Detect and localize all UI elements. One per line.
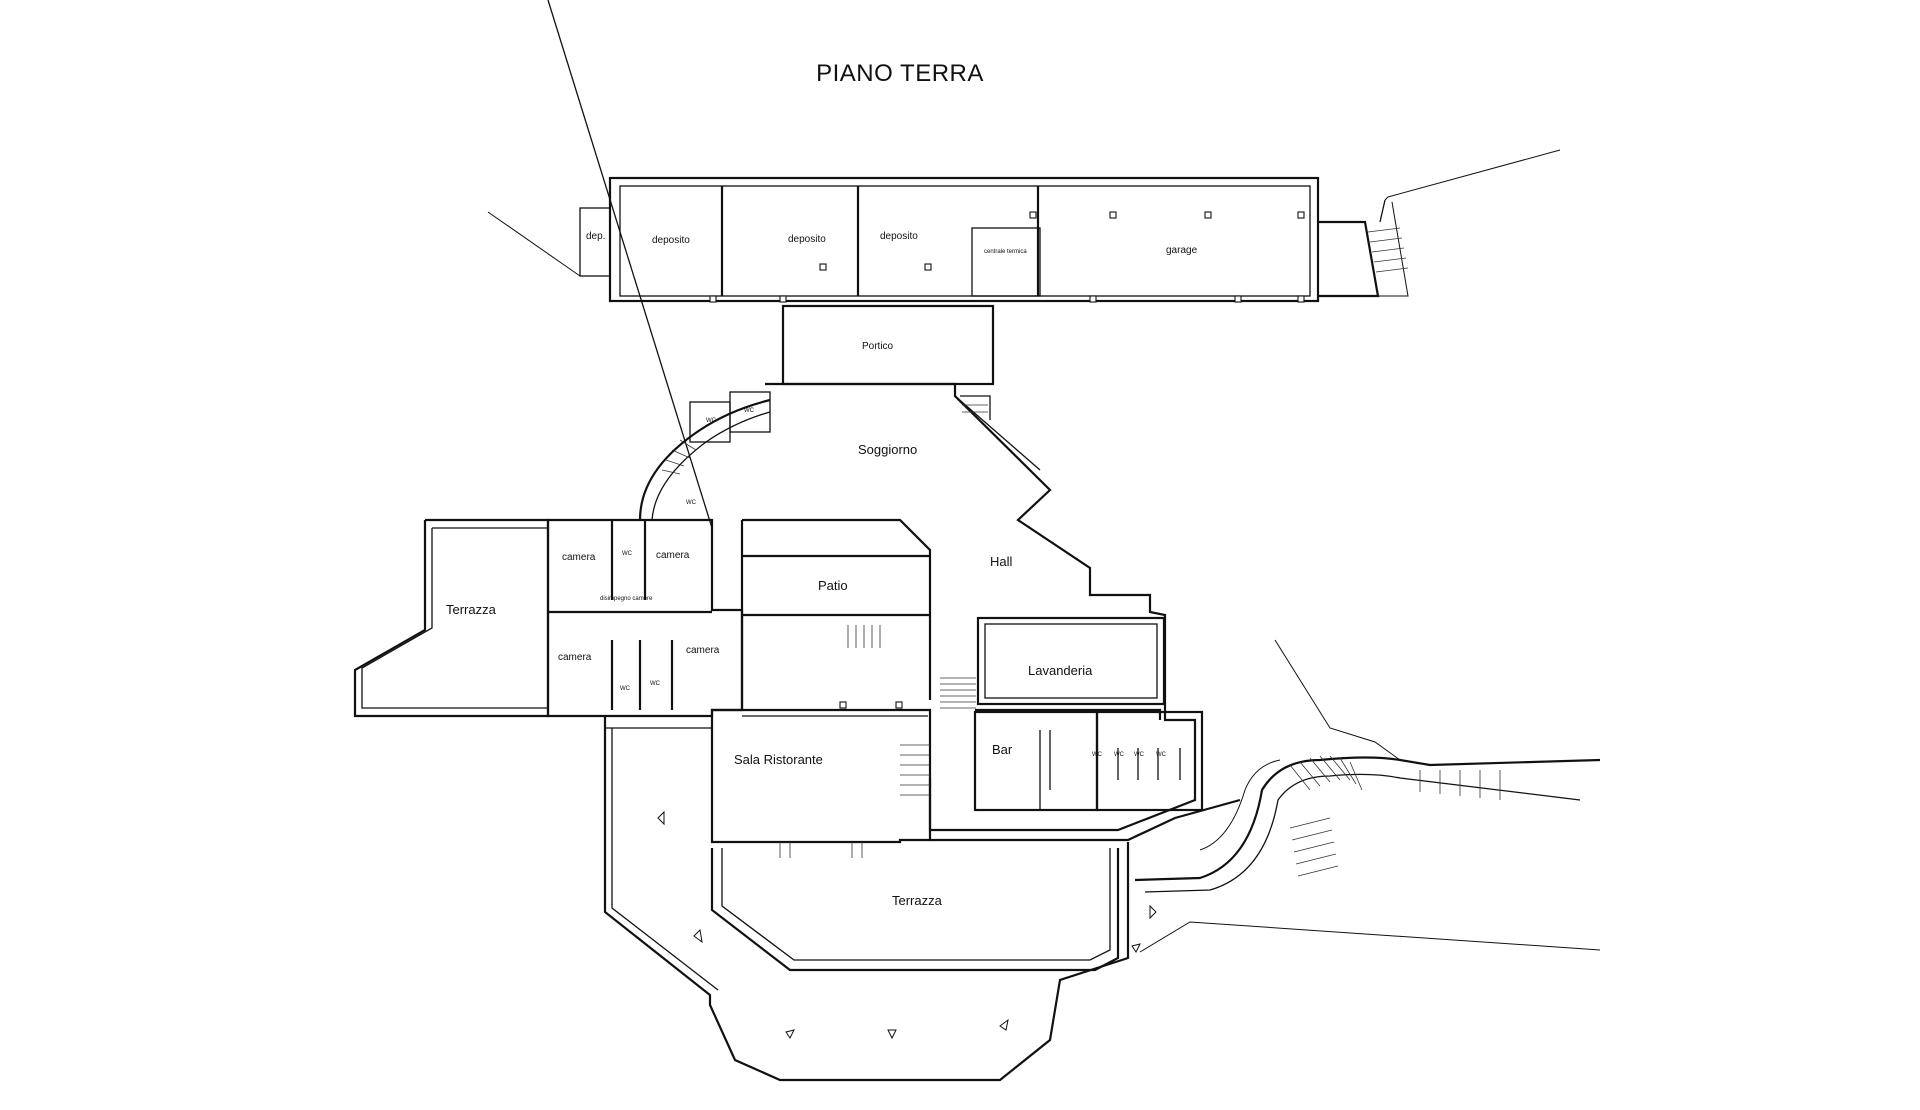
label-wc-bar-3: WC [1134,752,1145,758]
label-camera-4: camera [686,645,720,656]
label-wc-bar-4: WC [1156,752,1167,758]
label-deposito-2: deposito [788,234,826,245]
label-deposito-3: deposito [880,231,918,242]
label-camera-1: camera [562,552,596,563]
label-lavanderia: Lavanderia [1028,663,1093,678]
bedroom-wing [353,0,771,718]
label-centrale-termica: centrale termica [984,249,1027,255]
service-building [487,149,1561,303]
plan-title: PIANO TERRA [816,60,984,87]
label-deposito-1: deposito [652,235,690,246]
label-dep: dep. [586,231,605,242]
ramps [1134,639,1601,953]
terraces [603,716,1157,1082]
label-wc-top-2: WC [744,408,755,414]
label-wc-room-1: WC [622,551,633,557]
label-patio: Patio [818,578,848,593]
label-wc-bar-1: WC [1092,752,1103,758]
label-bar: Bar [992,742,1013,757]
label-wc-room-2: WC [620,686,631,692]
label-sala-ristorante: Sala Ristorante [734,752,823,767]
label-camera-2: camera [656,550,690,561]
label-camera-3: camera [558,652,592,663]
room-labels: dep. deposito deposito deposito centrale… [446,231,1198,908]
label-wc-bar-2: WC [1114,752,1125,758]
label-soggiorno: Soggiorno [858,442,917,457]
label-disimpegno: disimpegno camere [600,596,653,602]
label-portico: Portico [862,341,894,352]
label-terrazza-left: Terrazza [446,602,497,617]
label-garage: garage [1166,245,1198,256]
label-wc-room-3: WC [650,681,661,687]
label-hall: Hall [990,554,1013,569]
label-wc-top-3: WC [686,500,697,506]
main-building [710,382,1241,844]
label-terrazza-bottom: Terrazza [892,893,943,908]
label-wc-top-1: WC [706,418,717,424]
